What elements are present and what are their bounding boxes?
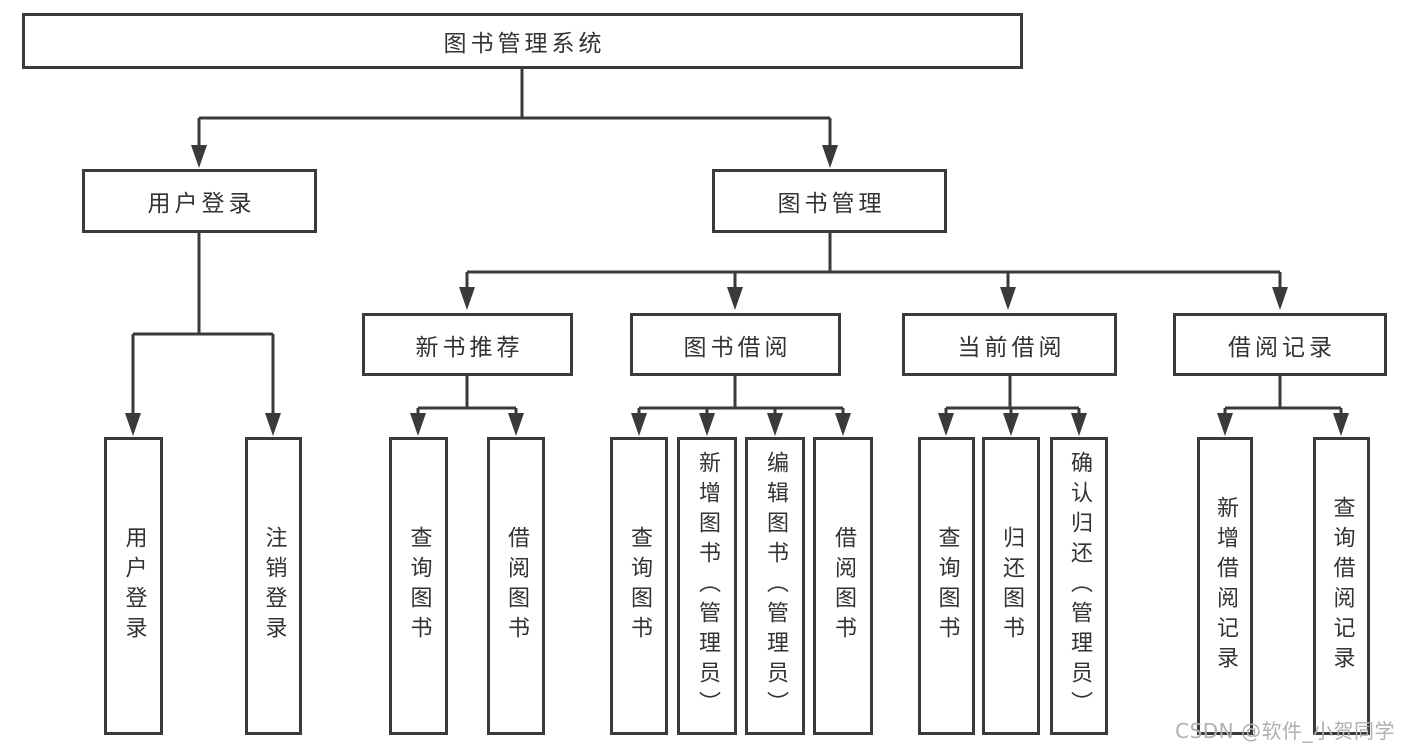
leaf-borrow-books: 借阅图书 — [813, 437, 873, 735]
leaf-confirm-return-admin: 确认归还（管理员） — [1050, 437, 1108, 735]
arrow-down-icon — [1217, 413, 1233, 436]
arrow-down-icon — [1272, 287, 1288, 310]
arrow-down-icon — [822, 145, 838, 168]
arrow-down-icon — [265, 413, 281, 436]
leaf-add-books-admin: 新增图书（管理员） — [677, 437, 737, 735]
arrow-down-icon — [1071, 413, 1087, 436]
watermark: CSDN @软件_小贺同学 — [1175, 719, 1395, 743]
arrow-down-icon — [938, 413, 954, 436]
leaf-user-login: 用户登录 — [104, 437, 163, 735]
leaf-borrow-books-recommend: 借阅图书 — [487, 437, 545, 735]
arrow-down-icon — [1003, 413, 1019, 436]
leaf-query-books-borrow: 查询图书 — [610, 437, 668, 735]
arrow-down-icon — [631, 413, 647, 436]
leaf-add-borrow-record: 新增借阅记录 — [1197, 437, 1253, 735]
leaf-logout: 注销登录 — [245, 437, 302, 735]
arrow-down-icon — [767, 413, 783, 436]
arrow-down-icon — [410, 413, 426, 436]
node-new-book-recommend: 新书推荐 — [362, 313, 573, 376]
node-borrow-records: 借阅记录 — [1173, 313, 1387, 376]
node-library-system: 图书管理系统 — [22, 13, 1023, 69]
arrow-down-icon — [191, 145, 207, 168]
arrow-down-icon — [508, 413, 524, 436]
arrow-down-icon — [727, 287, 743, 310]
leaf-query-books-current: 查询图书 — [918, 437, 975, 735]
leaf-query-borrow-record: 查询借阅记录 — [1313, 437, 1370, 735]
arrow-down-icon — [1000, 287, 1016, 310]
node-book-borrow: 图书借阅 — [630, 313, 841, 376]
node-current-borrow: 当前借阅 — [902, 313, 1117, 376]
node-user-login: 用户登录 — [82, 169, 317, 233]
arrow-down-icon — [459, 287, 475, 310]
arrow-down-icon — [835, 413, 851, 436]
arrow-down-icon — [125, 413, 141, 436]
node-book-management: 图书管理 — [712, 169, 947, 233]
leaf-edit-books-admin: 编辑图书（管理员） — [745, 437, 805, 735]
arrow-down-icon — [699, 413, 715, 436]
leaf-return-books: 归还图书 — [982, 437, 1040, 735]
arrow-down-icon — [1333, 413, 1349, 436]
leaf-query-books-recommend: 查询图书 — [389, 437, 448, 735]
